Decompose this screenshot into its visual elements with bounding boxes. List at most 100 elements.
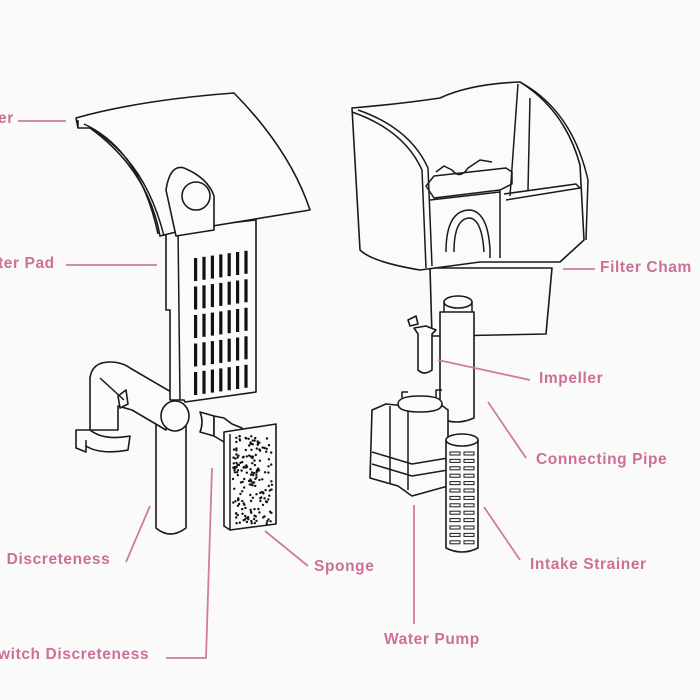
sponge-dot (235, 440, 238, 444)
sponge-dot (250, 448, 253, 451)
strainer-slot (449, 473, 461, 478)
strainer-slot (449, 503, 461, 508)
sponge-dot (250, 471, 254, 474)
strainer-slot (449, 488, 461, 493)
filter-slot (236, 366, 240, 389)
filter-slot (202, 285, 206, 309)
sponge-dot (261, 503, 265, 507)
strainer-slot (463, 532, 475, 537)
strainer-slot (463, 503, 475, 508)
sponge-dot (258, 459, 262, 462)
sponge-dot (235, 453, 238, 456)
sponge-dot (270, 483, 274, 486)
sponge-dot (270, 488, 273, 491)
strainer-slots (449, 451, 475, 545)
filter-slot (219, 339, 223, 363)
sponge-dot (232, 501, 235, 504)
sponge-dot (265, 522, 268, 525)
filter-slot (219, 254, 223, 278)
strainer-slot (449, 466, 461, 471)
leader-discreteness (125, 505, 151, 563)
sponge-dot (265, 500, 269, 504)
sponge-dot (234, 512, 238, 515)
sponge-dot (248, 454, 251, 457)
intake-strainer (445, 433, 479, 553)
sponge-dot (254, 484, 257, 488)
sponge-dot (244, 506, 247, 510)
sponge-dot (237, 497, 240, 500)
sponge-dot (250, 519, 253, 523)
sponge-dot (243, 477, 246, 481)
sponge-dot (253, 507, 256, 511)
sponge-dot (251, 473, 255, 477)
cover (75, 92, 311, 237)
label-discreteness: : Discreteness (0, 551, 111, 568)
filter-slot (210, 341, 214, 365)
sponge-dot (239, 461, 242, 464)
sponge-dot (232, 448, 236, 451)
filter-slot (227, 338, 231, 362)
label-sponge: Sponge (314, 558, 375, 575)
strainer-slot (463, 473, 475, 478)
sponge-dot (252, 471, 256, 475)
sponge-dot (267, 458, 271, 461)
label-connecting-pipe: Connecting Pipe (536, 451, 668, 468)
strainer-slot (463, 481, 475, 486)
sponge-dot (246, 516, 250, 519)
sponge-dot (245, 471, 248, 474)
sponge-dots (231, 434, 274, 525)
impeller (407, 315, 437, 374)
filter-slot (236, 309, 240, 332)
sponge-dot (235, 447, 238, 450)
filter-slot (244, 250, 248, 274)
connecting-pipe (439, 295, 475, 423)
sponge-dot (259, 497, 262, 500)
filter-slot (244, 279, 248, 303)
sponge-dot (247, 518, 250, 521)
sponge-dot (247, 479, 251, 483)
strainer-slot (449, 510, 461, 515)
sponge-dot (238, 438, 241, 441)
sponge-dot (238, 435, 241, 438)
sponge-dot (268, 494, 271, 497)
leader-connecting-pipe (487, 401, 527, 459)
water-pump (369, 389, 449, 497)
sponge-dot (235, 471, 239, 474)
filter-slot (219, 282, 223, 306)
sponge-dot (234, 457, 237, 460)
filter-slot (210, 255, 214, 279)
sponge-dot (245, 437, 248, 440)
sponge-dot (249, 508, 252, 511)
sponge-dot (242, 465, 246, 469)
sponge-dot (247, 444, 251, 447)
label-filter-chamber: Filter Cham (600, 259, 692, 276)
strainer-slot (463, 540, 475, 545)
sponge-dot (245, 520, 249, 524)
sponge-dot (244, 448, 247, 452)
sponge-dot (237, 502, 241, 506)
sponge-dot (265, 450, 268, 453)
filter-slot (202, 370, 206, 394)
leader-lines (18, 120, 595, 659)
sponge-dot (241, 456, 245, 459)
sponge-dot (236, 456, 239, 459)
label-water-pump: Water Pump (384, 631, 480, 648)
sponge-dot (245, 455, 248, 458)
strainer-slot (463, 466, 475, 471)
switch-part (199, 411, 243, 443)
sponge (223, 423, 277, 531)
filter-slot (219, 368, 223, 392)
sponge-dot (236, 473, 239, 477)
filter-slot (210, 312, 214, 336)
sponge-dot (241, 512, 244, 515)
strainer-slot (463, 495, 475, 500)
sponge-dot (267, 465, 270, 468)
filter-slot (227, 310, 231, 334)
sponge-dot (249, 499, 253, 503)
sponge-dot (258, 478, 261, 482)
sponge-dot (264, 488, 267, 492)
sponge-dot (236, 504, 240, 507)
filter-chamber (351, 81, 589, 337)
sponge-dot (257, 507, 260, 511)
sponge-dot (238, 521, 241, 524)
